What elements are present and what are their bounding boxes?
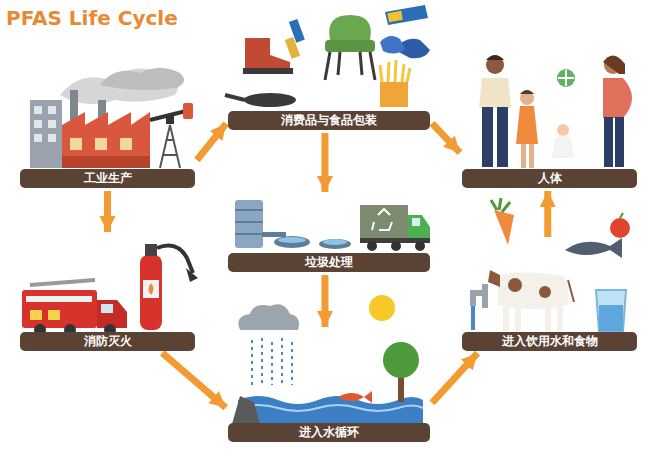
stage-node: 消防灭火	[20, 235, 195, 351]
stage-node: 进入饮用水和食物	[462, 240, 637, 351]
diagram-title: PFAS Life Cycle	[6, 6, 178, 30]
flow-arrow	[104, 191, 111, 232]
stage-node: 进入水循环	[228, 330, 430, 442]
waste-treatment	[235, 200, 430, 251]
flow-arrow	[197, 124, 226, 160]
flow-arrow	[321, 133, 328, 192]
flow-arrow	[544, 191, 551, 237]
firefighting	[22, 244, 198, 336]
consumer-products	[225, 5, 430, 107]
flow-arrow	[321, 275, 328, 327]
stage-label: 进入水循环	[228, 423, 430, 442]
stage-node: 工业生产	[20, 60, 195, 188]
flow-arrow	[162, 353, 225, 408]
stage-label: 工业生产	[20, 169, 195, 188]
stage-node: 垃圾处理	[228, 195, 430, 272]
factory	[30, 68, 193, 168]
stage-label: 人体	[462, 169, 637, 188]
stage-label: 消防灭火	[20, 332, 195, 351]
family	[479, 55, 632, 168]
stage-node: 消费品与食品包装	[228, 5, 430, 130]
stage-label: 垃圾处理	[228, 253, 430, 272]
flow-arrow	[432, 353, 477, 403]
stage-node: 人体	[462, 50, 637, 188]
stage-label: 消费品与食品包装	[228, 111, 430, 130]
stage-label: 进入饮用水和食物	[462, 332, 637, 351]
flow-arrow	[432, 123, 460, 152]
